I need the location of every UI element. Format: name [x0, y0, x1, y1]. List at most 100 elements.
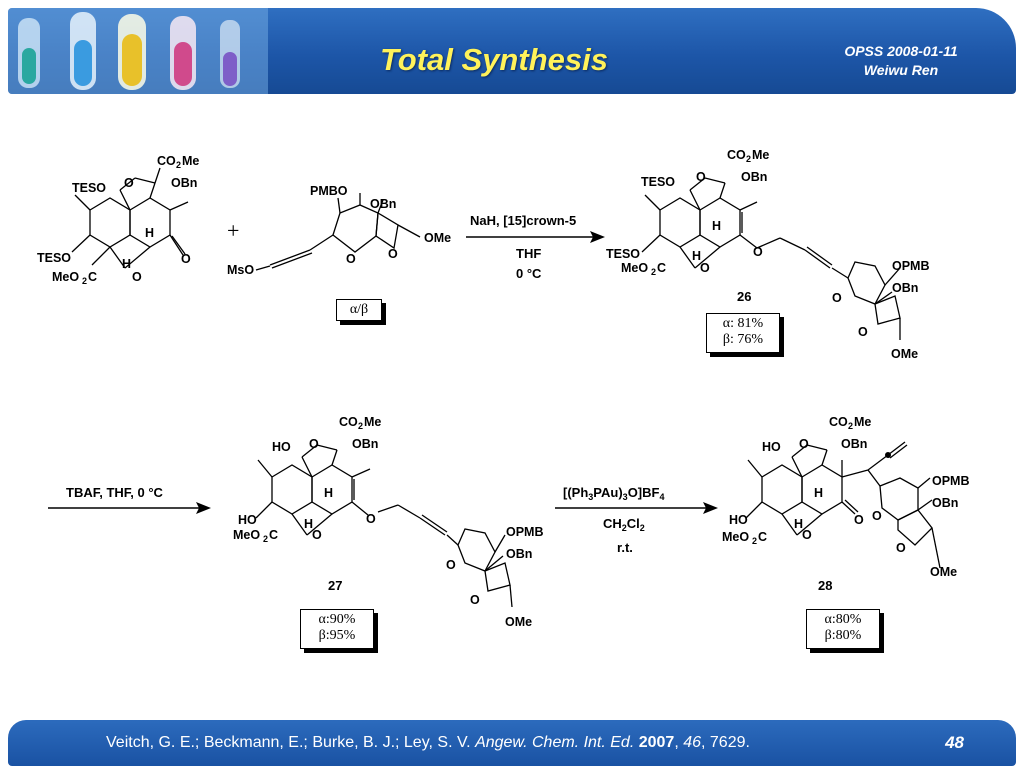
test-tubes-image	[8, 8, 268, 94]
compound-27-structure	[255, 444, 513, 608]
svg-text:C: C	[758, 530, 767, 544]
reagent-temp-1: 0 °C	[516, 266, 542, 281]
arrow-head-2	[196, 502, 211, 514]
reagent-thf: THF	[516, 246, 541, 261]
allene-dot	[885, 452, 891, 458]
svg-text:O: O	[366, 512, 376, 526]
svg-text:CO: CO	[157, 154, 176, 168]
slide-title: Total Synthesis	[380, 42, 608, 77]
compound-alkyne-labels: PMBO OBn OMe O O MsO	[227, 184, 451, 277]
meta-date: OPSS 2008-01-11	[844, 43, 958, 59]
svg-text:2: 2	[358, 421, 363, 431]
yield-27-beta: β:95%	[318, 628, 356, 643]
citation-journal: Angew. Chem. Int. Ed.	[475, 734, 635, 751]
svg-text:2: 2	[848, 421, 853, 431]
reagent-nah: NaH, [15]crown-5	[470, 213, 576, 228]
compound-26-structure	[641, 177, 901, 340]
svg-text:OMe: OMe	[424, 231, 451, 245]
svg-text:Me: Me	[752, 148, 769, 162]
svg-text:O: O	[799, 437, 809, 451]
svg-text:O: O	[696, 170, 706, 184]
svg-text:OBn: OBn	[352, 437, 378, 451]
svg-text:2: 2	[752, 536, 757, 546]
reagent-rt: r.t.	[617, 540, 633, 555]
svg-text:2: 2	[263, 534, 268, 544]
svg-text:H: H	[122, 257, 131, 271]
svg-text:OPMB: OPMB	[506, 525, 544, 539]
anomer-box: α/β	[336, 299, 382, 321]
svg-text:C: C	[269, 528, 278, 542]
svg-text:OBn: OBn	[171, 176, 197, 190]
svg-text:CO: CO	[339, 415, 358, 429]
svg-text:O: O	[181, 252, 191, 266]
svg-text:2: 2	[82, 276, 87, 286]
svg-text:H: H	[324, 486, 333, 500]
svg-text:O: O	[312, 528, 322, 542]
plus-sign: +	[227, 218, 240, 243]
reagent-dcm: CH2Cl2	[603, 516, 645, 533]
svg-text:O: O	[858, 325, 868, 339]
yield-28-beta: β:80%	[824, 628, 862, 643]
yield-26-beta: β: 76%	[722, 332, 764, 347]
svg-text:H: H	[814, 486, 823, 500]
svg-text:MsO: MsO	[227, 263, 254, 277]
svg-text:H: H	[794, 517, 803, 531]
svg-text:MeO: MeO	[722, 530, 749, 544]
yield-box-28: α:80% β:80%	[806, 609, 880, 649]
svg-text:OBn: OBn	[370, 197, 396, 211]
svg-text:MeO: MeO	[621, 261, 648, 275]
svg-text:OPMB: OPMB	[932, 474, 970, 488]
yield-box-26: α: 81% β: 76%	[706, 313, 780, 353]
compound-28-structure	[745, 441, 941, 569]
svg-text:OBn: OBn	[892, 281, 918, 295]
yield-26-alpha: α: 81%	[722, 316, 764, 331]
svg-text:PMBO: PMBO	[310, 184, 348, 198]
citation-volume: 46	[683, 734, 701, 751]
yield-28-alpha: α:80%	[824, 612, 862, 627]
citation-authors: Veitch, G. E.; Beckmann, E.; Burke, B. J…	[106, 734, 471, 751]
svg-text:TESO: TESO	[641, 175, 675, 189]
yield-27-alpha: α:90%	[318, 612, 356, 627]
svg-text:2: 2	[176, 160, 181, 170]
svg-text:Me: Me	[364, 415, 381, 429]
reagent-tbaf: TBAF, THF, 0 °C	[66, 485, 164, 500]
arrow-head-1	[590, 231, 605, 243]
svg-text:OBn: OBn	[932, 496, 958, 510]
svg-text:TESO: TESO	[37, 251, 71, 265]
svg-text:MeO: MeO	[233, 528, 260, 542]
yield-box-27: α:90% β:95%	[300, 609, 374, 649]
svg-text:OPMB: OPMB	[892, 259, 930, 273]
svg-text:OMe: OMe	[930, 565, 957, 579]
anomer-label: α/β	[349, 302, 369, 317]
svg-text:O: O	[124, 176, 134, 190]
svg-text:O: O	[832, 291, 842, 305]
citation-year: 2007	[638, 734, 675, 751]
slide-footer: Veitch, G. E.; Beckmann, E.; Burke, B. J…	[8, 720, 1016, 766]
slide-meta: OPSS 2008-01-11 Weiwu Ren	[826, 42, 976, 80]
svg-text:OBn: OBn	[741, 170, 767, 184]
compound-label-28: 28	[818, 578, 832, 593]
svg-text:O: O	[753, 245, 763, 259]
slide-header: Total Synthesis OPSS 2008-01-11 Weiwu Re…	[8, 8, 1016, 94]
arrow-head-3	[703, 502, 718, 514]
svg-text:O: O	[309, 437, 319, 451]
svg-text:HO: HO	[762, 440, 781, 454]
svg-text:O: O	[896, 541, 906, 555]
svg-text:C: C	[657, 261, 666, 275]
svg-text:H: H	[692, 249, 701, 263]
compound-label-26: 26	[737, 289, 751, 304]
svg-text:OMe: OMe	[505, 615, 532, 629]
svg-text:O: O	[700, 261, 710, 275]
svg-text:MeO: MeO	[52, 270, 79, 284]
svg-text:CO: CO	[727, 148, 746, 162]
svg-text:O: O	[802, 528, 812, 542]
svg-text:H: H	[304, 517, 313, 531]
svg-text:H: H	[712, 219, 721, 233]
citation: Veitch, G. E.; Beckmann, E.; Burke, B. J…	[106, 734, 750, 751]
svg-text:C: C	[88, 270, 97, 284]
